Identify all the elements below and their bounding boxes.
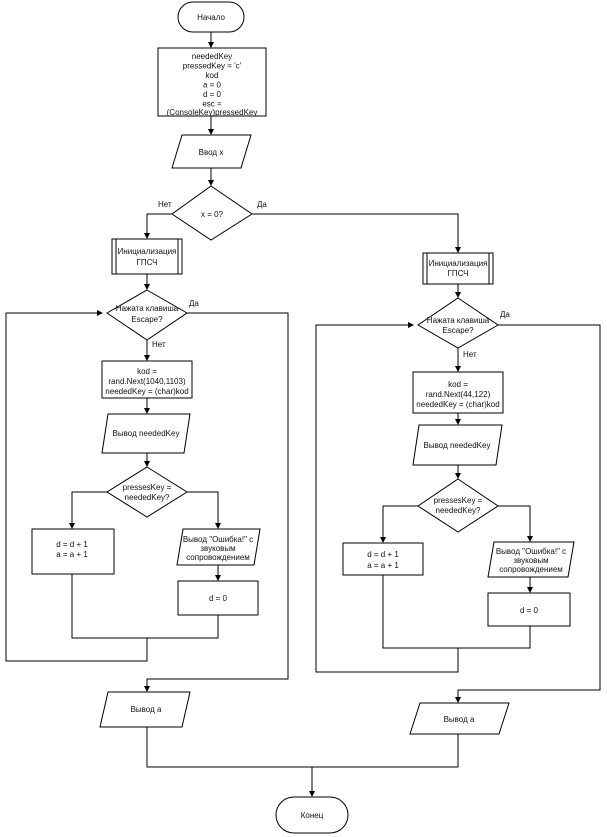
- left-increment-block: d = d + 1 a = a + 1: [31, 528, 115, 575]
- label-no: Нет: [158, 200, 172, 209]
- left-rng-init: Инициализация ГПСЧ: [111, 238, 183, 275]
- svg-text:d = d + 1: d = d + 1: [56, 540, 88, 549]
- svg-text:Вывод "Ошибка!" с: Вывод "Ошибка!" с: [183, 535, 253, 544]
- svg-text:kod =: kod =: [137, 367, 157, 376]
- right-key-condition: pressesKey = neededKey?: [417, 478, 499, 533]
- svg-text:(ConsoleKey)pressedKey: (ConsoleKey)pressedKey: [167, 108, 258, 117]
- left-esc-yes: Да: [189, 299, 199, 308]
- svg-text:Escape?: Escape?: [131, 315, 163, 324]
- svg-text:Вывод neededKey: Вывод neededKey: [424, 441, 491, 450]
- svg-text:a = a + 1: a = a + 1: [56, 550, 88, 559]
- right-esc-no: Нет: [463, 350, 477, 359]
- svg-text:pressedKey = 'c': pressedKey = 'c': [183, 62, 242, 71]
- svg-text:Вывод neededKey: Вывод neededKey: [113, 429, 180, 438]
- svg-text:neededKey = (char)kod: neededKey = (char)kod: [416, 400, 499, 409]
- left-kod-block: kod = rand.Next(1040,1103) neededKey = (…: [101, 360, 193, 399]
- svg-text:pressesKey =: pressesKey =: [123, 483, 172, 492]
- arrowheads: [69, 42, 533, 797]
- init-block: neededKey pressedKey = 'c' kod a = 0 d =…: [157, 47, 267, 117]
- svg-text:neededKey = (char)kod: neededKey = (char)kod: [105, 387, 188, 396]
- connectors: [5, 32, 601, 795]
- svg-text:neededKey?: neededKey?: [125, 493, 170, 502]
- svg-text:Инициализация: Инициализация: [118, 247, 177, 256]
- right-escape-condition: Нажата клавиша Escape?: [417, 297, 499, 349]
- right-reset-d: d = 0: [487, 592, 571, 627]
- svg-text:a = 0: a = 0: [203, 81, 222, 90]
- svg-text:rand.Next(44,122): rand.Next(44,122): [426, 390, 491, 399]
- svg-text:d = d + 1: d = d + 1: [367, 550, 399, 559]
- right-rng-init: Инициализация ГПСЧ: [422, 252, 494, 285]
- left-escape-condition: Нажата клавиша Escape?: [106, 289, 188, 341]
- svg-text:сопровождением: сопровождением: [186, 553, 250, 562]
- label-yes: Да: [257, 200, 267, 209]
- left-esc-no: Нет: [152, 340, 166, 349]
- svg-text:ГПСЧ: ГПСЧ: [448, 269, 469, 278]
- svg-text:kod =: kod =: [448, 380, 468, 389]
- svg-text:Нажата клавиша: Нажата клавиша: [116, 304, 179, 313]
- end-label: Конец: [301, 811, 324, 820]
- svg-text:a = a + 1: a = a + 1: [367, 561, 399, 570]
- right-esc-yes: Да: [500, 310, 510, 319]
- left-key-condition: pressesKey = neededKey?: [106, 466, 188, 518]
- svg-text:звуковым: звуковым: [200, 544, 235, 553]
- svg-text:Escape?: Escape?: [442, 326, 474, 335]
- svg-text:Ввод x: Ввод x: [199, 148, 224, 157]
- svg-text:neededKey?: neededKey?: [436, 506, 481, 515]
- start-terminator: Начало: [177, 1, 245, 33]
- svg-text:Вывод a: Вывод a: [444, 715, 475, 724]
- right-output-key: Вывод neededKey: [412, 424, 503, 466]
- svg-text:esc =: esc =: [202, 100, 222, 109]
- svg-text:neededKey: neededKey: [192, 52, 232, 61]
- right-output-a: Вывод a: [409, 702, 510, 735]
- left-reset-d: d = 0: [177, 580, 259, 616]
- svg-text:Вывод "Ошибка!" с: Вывод "Ошибка!" с: [496, 547, 566, 556]
- right-kod-block: kod = rand.Next(44,122) neededKey = (cha…: [412, 371, 504, 414]
- svg-text:x = 0?: x = 0?: [201, 210, 224, 219]
- left-output-key: Вывод neededKey: [101, 413, 191, 454]
- start-label: Начало: [197, 13, 225, 22]
- svg-text:Вывод a: Вывод a: [131, 705, 162, 714]
- svg-text:d = 0: d = 0: [209, 594, 228, 603]
- svg-text:Нажата клавиша: Нажата клавиша: [427, 316, 490, 325]
- svg-text:Инициализация: Инициализация: [429, 259, 488, 268]
- input-x-parallelogram: Ввод x: [171, 134, 252, 169]
- right-error-output: Вывод "Ошибка!" с звуковым сопровождение…: [487, 541, 575, 578]
- right-increment-block: d = d + 1 a = a + 1: [342, 542, 424, 576]
- condition-x-zero: x = 0?: [171, 185, 253, 241]
- svg-text:звуковым: звуковым: [513, 556, 548, 565]
- left-output-a: Вывод a: [99, 691, 191, 728]
- svg-text:rand.Next(1040,1103): rand.Next(1040,1103): [108, 377, 186, 386]
- left-error-output: Вывод "Ошибка!" с звуковым сопровождение…: [176, 528, 261, 566]
- svg-text:d = 0: d = 0: [520, 606, 539, 615]
- svg-text:ГПСЧ: ГПСЧ: [137, 258, 158, 267]
- end-terminator: Конец: [275, 796, 349, 834]
- svg-text:pressesKey =: pressesKey =: [434, 496, 483, 505]
- svg-text:сопровождением: сопровождением: [499, 565, 563, 574]
- svg-text:d = 0: d = 0: [203, 90, 222, 99]
- svg-text:kod: kod: [206, 71, 219, 80]
